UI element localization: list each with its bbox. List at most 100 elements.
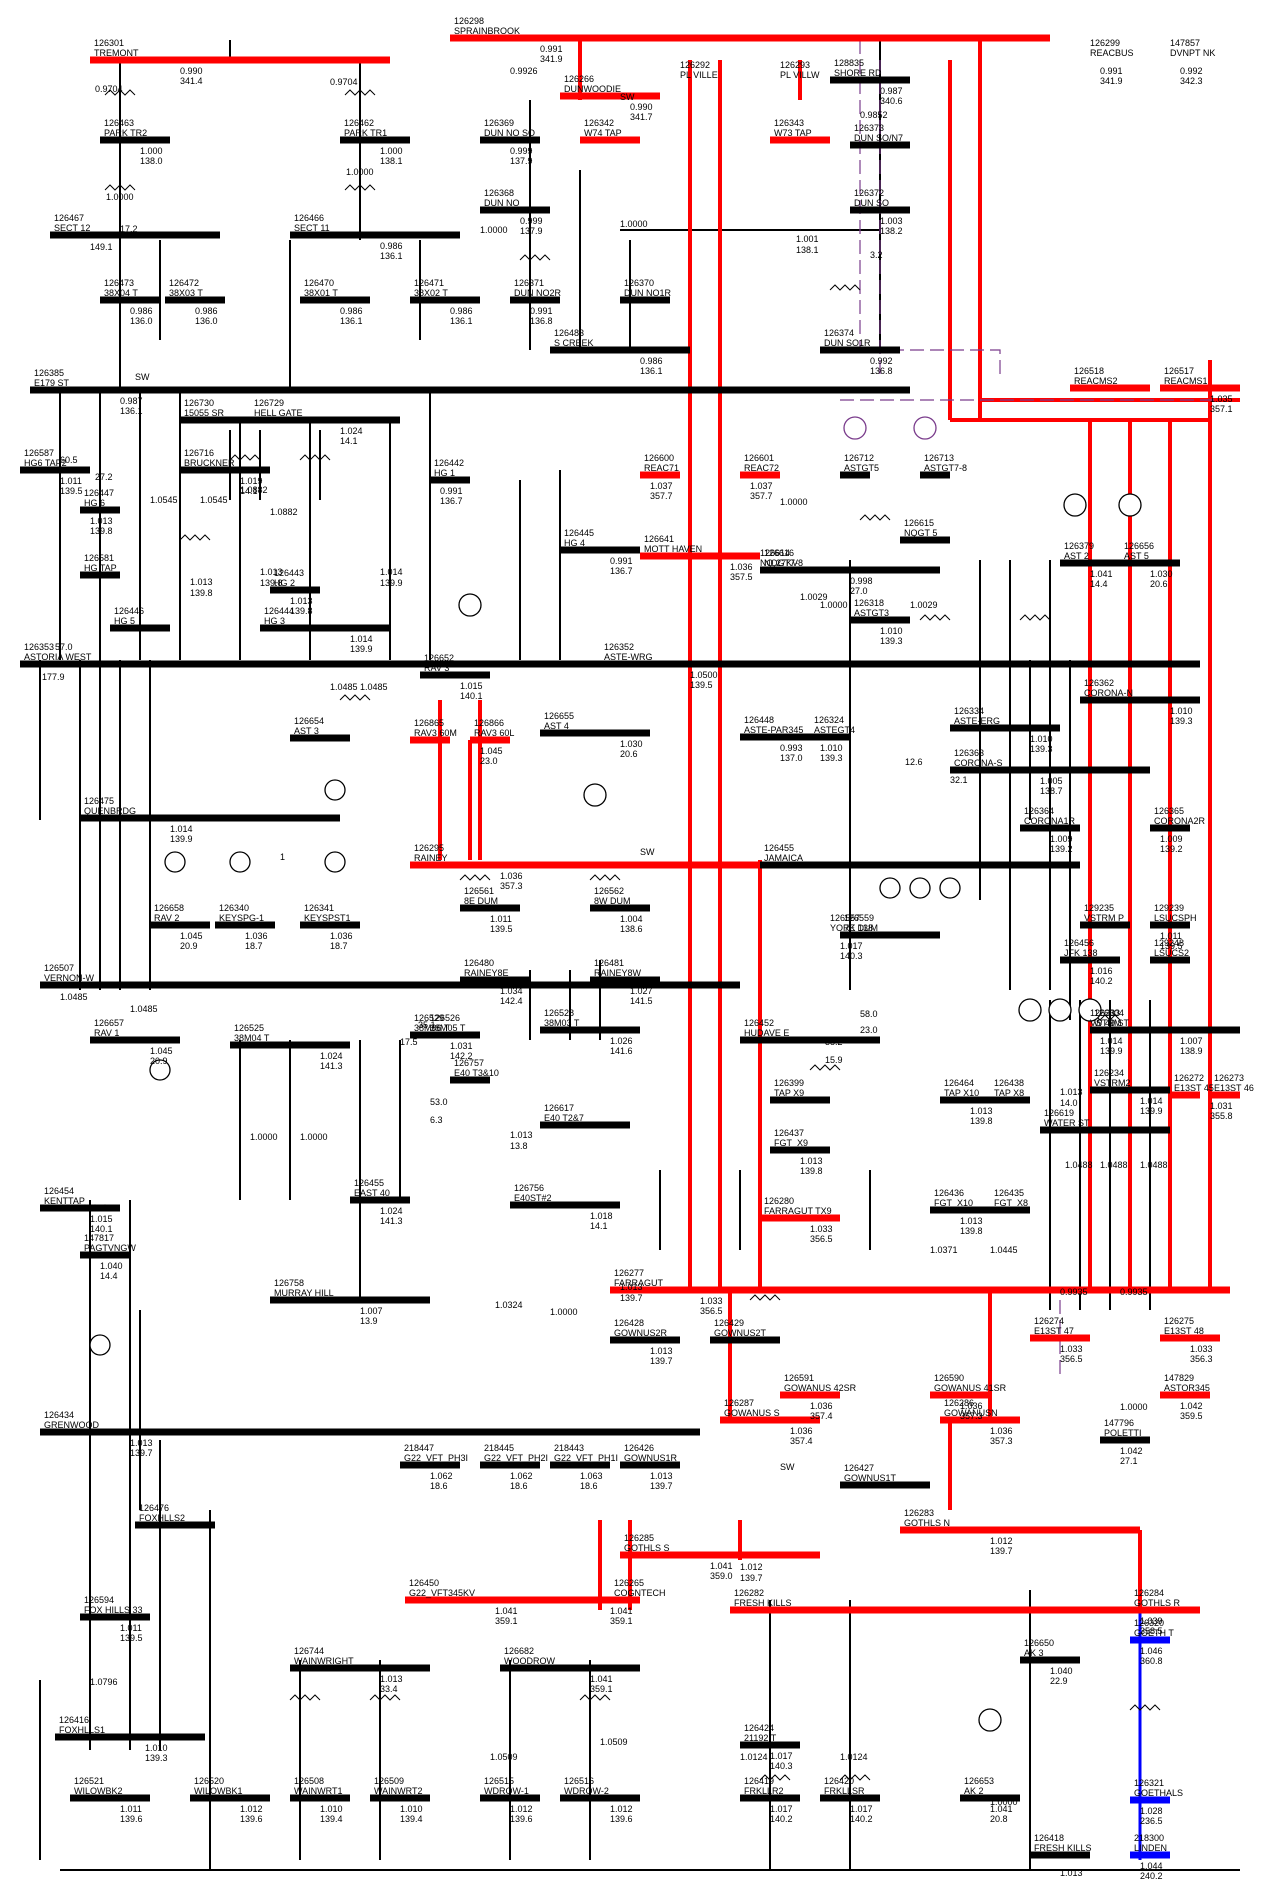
bus-voltage-pu: 1.041 [710, 1561, 733, 1571]
bus-number: 126365 [1154, 806, 1184, 816]
bus-name: E40 T2&7 [544, 1113, 584, 1123]
bus-voltage-kv: 140.1 [90, 1224, 113, 1234]
bus-voltage-pu: 1.041 [590, 1674, 613, 1684]
bus-name: TAP X10 [944, 1088, 979, 1098]
bus-number: 126369 [484, 118, 514, 128]
bus-voltage-kv: 33.4 [380, 1684, 398, 1694]
bus-name: AST 3 [294, 726, 319, 736]
bus-name: KENTTAP [44, 1196, 85, 1206]
bus-number: 126509 [374, 1776, 404, 1786]
bus-name: G22_VFT_PH3I [404, 1453, 468, 1463]
flow-value-label: 1.013 [190, 577, 213, 587]
bus-name: NQGT 5 [904, 528, 937, 538]
bus-number: 126657 [94, 1018, 124, 1028]
bus-name: 21192 T [744, 1733, 777, 1743]
bus-voltage-kv: 136.8 [530, 316, 553, 326]
bus-voltage-pu: 1.015 [90, 1214, 113, 1224]
bus-name: PARK TR1 [344, 128, 387, 138]
flow-value-label: 139.7 [620, 1293, 643, 1303]
bus-name: RAINEY [414, 853, 448, 863]
bus-voltage-kv: 139.9 [350, 644, 373, 654]
bus-voltage-pu: 1.010 [320, 1804, 343, 1814]
bus-name: GOTHLS R [1134, 1598, 1181, 1608]
bus-voltage-pu: 1.013 [960, 1216, 983, 1226]
bus-name: FGT_X10 [934, 1198, 973, 1208]
bus-voltage-pu: 0.991 [610, 556, 633, 566]
bus-number: 218443 [554, 1443, 584, 1453]
bus-number: 126436 [934, 1188, 964, 1198]
bus-number: 126286 [944, 1398, 974, 1408]
flow-value-label: 1.013 [1060, 1868, 1083, 1878]
bus-voltage-kv: 139.6 [510, 1814, 533, 1824]
bus-name: RAV 3 [424, 663, 449, 673]
bus-number: 126655 [544, 711, 574, 721]
bus-number: 126653 [964, 1776, 994, 1786]
bus-voltage-pu: 1.041 [1090, 569, 1113, 579]
bus-voltage-pu: 1.010 [1170, 706, 1193, 716]
bus-name: ASTE-PAR345 [744, 725, 803, 735]
bus-voltage-pu: 1.036 [810, 1401, 833, 1411]
flow-value-label: 1.013 [260, 567, 283, 577]
flow-value-label: 0.9704 [95, 84, 123, 94]
bus-name: VSTRM P [1084, 913, 1124, 923]
bus-voltage-kv: 139.8 [290, 606, 313, 616]
bus-number: 126353 [24, 642, 54, 652]
flow-value-label: 1.0509 [490, 1752, 518, 1762]
flow-value-label: SW [620, 92, 635, 102]
bus-voltage-pu: 1.041 [610, 1606, 633, 1616]
bus-voltage-pu: 1.000 [140, 146, 163, 156]
bus-name: ASTE-ERG [954, 716, 1000, 726]
bus-voltage-pu: 1.013 [130, 1438, 153, 1448]
bus-name: AST 5 [1124, 551, 1149, 561]
bus-name: SECT 12 [54, 223, 90, 233]
flow-value-label: 60.5 [60, 455, 78, 465]
bus-name: CORONA2R [1154, 816, 1206, 826]
flow-value-label: 1.0000 [990, 1797, 1018, 1807]
bus-name: DVNPT NK [1170, 48, 1215, 58]
bus-voltage-kv: 356.5 [1060, 1354, 1083, 1364]
bus-name: AK 3 [1024, 1648, 1044, 1658]
bus-voltage-pu: 1.017 [770, 1751, 793, 1761]
bus-name: 38X04 T [104, 288, 138, 298]
bus-name: DUN NO SO [484, 128, 535, 138]
bus-voltage-kv: 359.1 [590, 1684, 613, 1694]
bus-number: 129239 [1154, 903, 1184, 913]
bus-voltage-pu: 1.045 [150, 1046, 173, 1056]
bus-name: HG 5 [114, 616, 135, 626]
bus-number: 218447 [404, 1443, 434, 1453]
bus-name: ASTEGT4 [814, 725, 855, 735]
bus-number: 126342 [584, 118, 614, 128]
bus-name: FRESH KILLS [1034, 1843, 1092, 1853]
bus-voltage-kv: 136.1 [450, 316, 473, 326]
bus-name: VERNON-W [44, 973, 95, 983]
bus-voltage-pu: 1.036 [990, 1426, 1013, 1436]
bus-name: AST 4 [544, 721, 569, 731]
bus-voltage-pu: 1.012 [990, 1536, 1013, 1546]
bus-number: 126233 [1090, 1008, 1120, 1018]
bus-name: WDROW-1 [484, 1786, 529, 1796]
bus-number: 126466 [294, 213, 324, 223]
flow-value-label: 14.0 [1060, 1098, 1078, 1108]
bus-voltage-kv: 139.5 [690, 680, 713, 690]
bus-name: ASTOR345 [1164, 1383, 1210, 1393]
bus-name: HELL GATE [254, 408, 303, 418]
bus-name: REAC71 [644, 463, 679, 473]
flow-value-label: 1.0882 [240, 485, 268, 495]
bus-number: 147857 [1170, 38, 1200, 48]
bus-voltage-kv: 139.8 [90, 526, 113, 536]
bus-voltage-pu: 0.986 [450, 306, 473, 316]
bus-number: 126445 [564, 528, 594, 538]
bus-voltage-pu: 0.991 [1100, 66, 1123, 76]
bus-voltage-pu: 0.991 [440, 486, 463, 496]
flow-value-label: SW [640, 847, 655, 857]
bus-voltage-pu: 0.991 [530, 306, 553, 316]
bus-number: 126379 [1064, 541, 1094, 551]
bus-number: 126427 [844, 1463, 874, 1473]
flow-value-label: 1.0000 [550, 1307, 578, 1317]
bus-name: KEYSPG-1 [219, 913, 264, 923]
bus-name: E13ST 46 [1214, 1083, 1254, 1093]
bus-number: 126419 [744, 1776, 774, 1786]
bus-number: 126518 [1074, 366, 1104, 376]
bus-voltage-kv: 139.5 [120, 1633, 143, 1643]
bus-voltage-pu: 0.999 [510, 146, 533, 156]
